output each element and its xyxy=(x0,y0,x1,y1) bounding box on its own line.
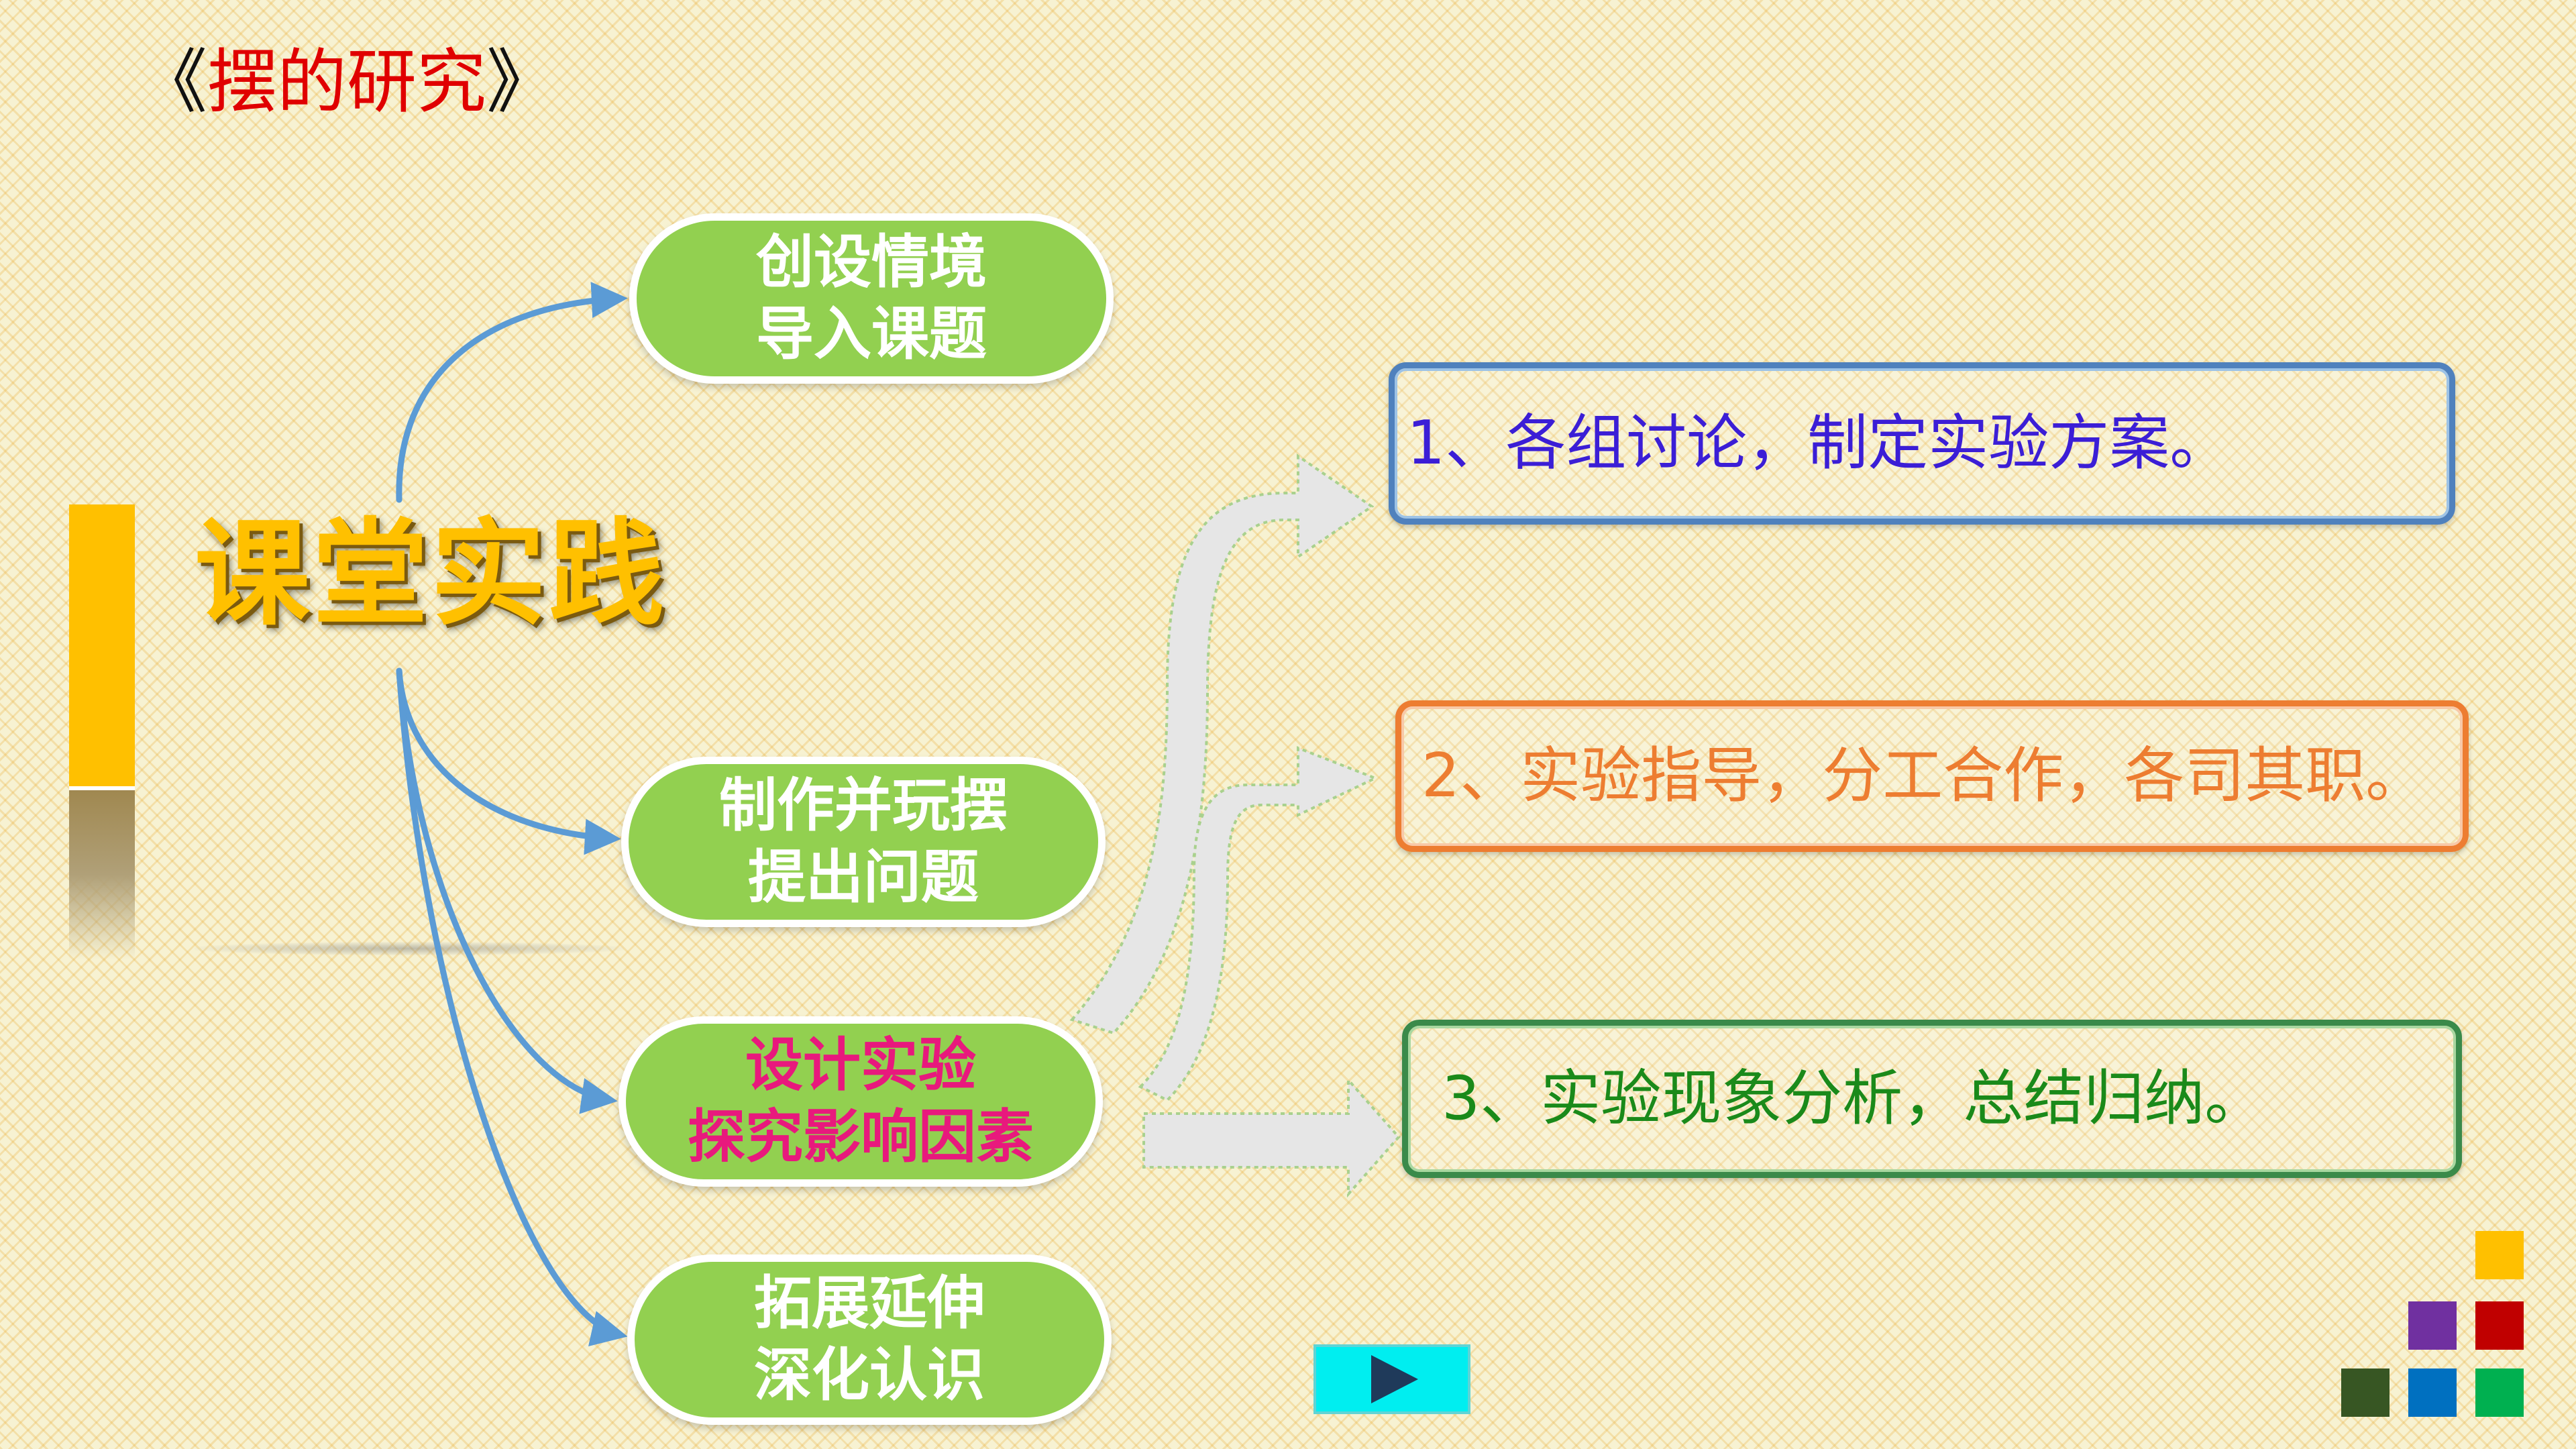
title-open-bracket: 《 xyxy=(138,41,208,123)
step-box-1: 1、各组讨论，制定实验方案。 xyxy=(1389,362,2455,525)
branch-create-context[interactable]: 创设情境 导入课题 xyxy=(629,213,1114,384)
play-icon xyxy=(1371,1355,1418,1403)
branch-line-1: 设计实验 xyxy=(745,1031,976,1099)
accent-bar-reflection xyxy=(69,790,135,959)
branch-make-pendulum[interactable]: 制作并玩摆 提出问题 xyxy=(621,757,1106,927)
accent-bar-divider xyxy=(69,786,135,790)
branch-extend[interactable]: 拓展延伸 深化认识 xyxy=(627,1254,1112,1425)
decor-square xyxy=(2475,1368,2524,1417)
connector-4 xyxy=(396,667,628,1346)
big-arrow-3 xyxy=(1142,1076,1401,1198)
decor-square xyxy=(2475,1231,2524,1279)
step-text: 3、实验现象分析，总结归纳。 xyxy=(1442,1063,2265,1134)
main-title: 课堂实践 xyxy=(195,506,667,641)
branch-line-2: 探究影响因素 xyxy=(688,1104,1034,1171)
step-text: 1、各组讨论，制定实验方案。 xyxy=(1407,408,2231,478)
title-text: 摆的研究 xyxy=(207,41,487,123)
branch-design-experiment[interactable]: 设计实验 探究影响因素 xyxy=(619,1016,1103,1187)
step-box-3: 3、实验现象分析，总结归纳。 xyxy=(1402,1020,2462,1178)
branch-line-1: 制作并玩摆 xyxy=(719,771,1008,839)
connector-2 xyxy=(396,667,621,855)
title-close-bracket: 》 xyxy=(486,41,557,123)
big-arrow-1 xyxy=(1069,453,1375,1035)
branch-line-1: 拓展延伸 xyxy=(754,1269,985,1337)
slide-title: 《摆的研究》 xyxy=(138,40,556,124)
decor-square xyxy=(2408,1301,2457,1350)
branch-line-2: 深化认识 xyxy=(754,1342,985,1409)
decor-square xyxy=(2408,1368,2457,1417)
connector-up xyxy=(396,282,628,503)
branch-line-2: 提出问题 xyxy=(748,844,979,911)
branch-line-2: 导入课题 xyxy=(756,301,987,368)
big-arrow-2 xyxy=(1138,746,1379,1102)
play-button[interactable] xyxy=(1313,1344,1470,1414)
branch-line-1: 创设情境 xyxy=(756,228,987,296)
title-shadow xyxy=(195,942,624,955)
accent-bar xyxy=(69,504,135,786)
connector-3 xyxy=(396,667,618,1114)
decor-square xyxy=(2341,1368,2390,1417)
step-text: 2、实验指导，分工合作，各司其职。 xyxy=(1421,741,2426,811)
decor-square xyxy=(2475,1301,2524,1350)
step-box-2: 2、实验指导，分工合作，各司其职。 xyxy=(1395,700,2469,852)
